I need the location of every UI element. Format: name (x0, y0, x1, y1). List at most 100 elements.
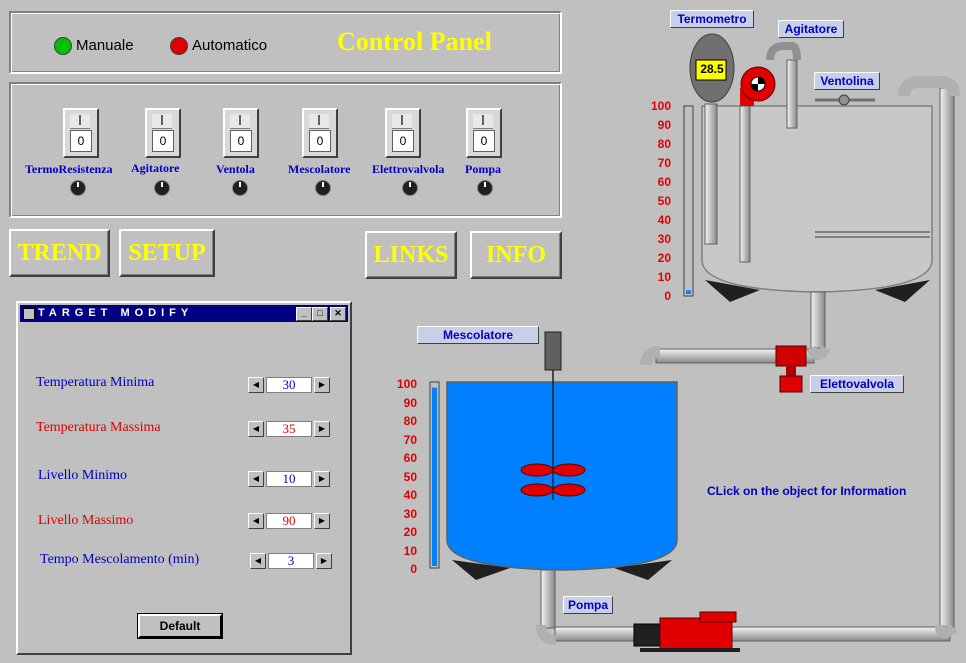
arrow-right-icon[interactable]: ▶ (314, 471, 330, 487)
electrovalve-icon[interactable] (775, 345, 807, 393)
scale-tick: 60 (403, 451, 417, 465)
knob-icon[interactable] (154, 180, 170, 196)
scale-tick: 90 (657, 118, 671, 132)
switch-label-agitatore: Agitatore (131, 161, 180, 175)
app-icon (23, 308, 35, 320)
mixer-icon[interactable] (520, 331, 586, 500)
switch-ventola[interactable]: 0 (223, 108, 259, 158)
scale-tick: 60 (657, 175, 671, 189)
tag-elettrovalvola[interactable]: Elettovalvola (810, 375, 904, 393)
upper-level-bar (683, 105, 694, 297)
switch-mescolatore[interactable]: 0 (302, 108, 338, 158)
dialog-titlebar[interactable]: TARGET MODIFY _ □ ✕ (20, 305, 348, 322)
close-icon[interactable]: ✕ (330, 307, 346, 321)
lower-level-fill (432, 387, 437, 566)
param-label-temp-max: Temperatura Massima (36, 420, 161, 435)
minimize-icon[interactable]: _ (296, 307, 312, 321)
info-hint: CLick on the object for Information (707, 484, 907, 498)
knob-icon[interactable] (477, 180, 493, 196)
scale-tick: 20 (657, 251, 671, 265)
switch-label-ventola: Ventola (216, 162, 255, 176)
arrow-right-icon[interactable]: ▶ (316, 553, 332, 569)
tag-ventolina[interactable]: Ventolina (814, 72, 880, 90)
tag-mescolatore[interactable]: Mescolatore (417, 326, 539, 344)
scale-tick: 70 (403, 432, 417, 447)
switch-label-termoresistenza: TermoResistenza (25, 162, 113, 176)
fan-icon[interactable] (815, 94, 875, 106)
maximize-icon[interactable]: □ (312, 307, 328, 321)
scale-tick: 50 (657, 194, 671, 208)
knob-icon[interactable] (402, 180, 418, 196)
links-button[interactable]: LINKS (365, 231, 457, 279)
lower-tank[interactable] (446, 381, 678, 580)
scale-tick: 80 (403, 414, 417, 428)
scale-tick: 30 (657, 232, 671, 246)
arrow-left-icon[interactable]: ◀ (250, 553, 266, 569)
auto-led[interactable] (170, 37, 188, 55)
param-label-level-min: Livello Minimo (38, 468, 128, 483)
scale-tick: 50 (403, 469, 417, 484)
param-label-temp-min: Temperatura Minima (36, 375, 155, 390)
scale-tick: 40 (403, 488, 417, 502)
knob-icon[interactable] (232, 180, 248, 196)
tag-agitatore[interactable]: Agitatore (778, 20, 844, 38)
thermo-probe[interactable] (704, 103, 718, 245)
mix-time-value[interactable]: 3 (268, 553, 314, 569)
agitator-motor-icon[interactable] (740, 66, 776, 106)
upper-tank[interactable] (701, 105, 933, 302)
arrow-right-icon[interactable]: ▶ (314, 513, 330, 529)
arrow-left-icon[interactable]: ◀ (248, 421, 264, 437)
trend-button[interactable]: TREND (9, 229, 110, 277)
scale-tick: 100 (650, 99, 671, 113)
manual-label: Manuale (76, 37, 134, 54)
knob-icon[interactable] (70, 180, 86, 196)
agitator-shaft[interactable] (739, 105, 751, 263)
info-button[interactable]: INFO (470, 231, 562, 279)
scale-tick: 0 (664, 289, 671, 303)
arrow-right-icon[interactable]: ▶ (314, 421, 330, 437)
arrow-right-icon[interactable]: ▶ (314, 377, 330, 393)
scale-tick: 30 (403, 506, 417, 521)
switch-panel: 0 0 0 0 0 0 TermoResistenza Agitatore Ve… (9, 82, 562, 218)
scale-tick: 70 (657, 156, 671, 170)
scale-tick: 40 (657, 213, 671, 227)
header-panel: Manuale Automatico Control Panel (9, 11, 562, 74)
arrow-left-icon[interactable]: ◀ (248, 377, 264, 393)
setup-button[interactable]: SETUP (119, 229, 215, 277)
tag-pompa[interactable]: Pompa (563, 596, 613, 614)
manual-led[interactable] (54, 37, 72, 55)
switch-pompa[interactable]: 0 (466, 108, 502, 158)
scale-tick: 0 (410, 562, 417, 576)
param-label-level-max: Livello Massimo (38, 513, 134, 528)
knob-icon[interactable] (315, 180, 331, 196)
switch-label-pompa: Pompa (465, 162, 501, 176)
thermometer-icon[interactable] (689, 33, 735, 103)
switch-termoresistenza[interactable]: 0 (63, 108, 99, 158)
target-modify-dialog: TARGET MODIFY _ □ ✕ Temperatura Minima T… (16, 301, 352, 655)
level-min-value[interactable]: 10 (266, 471, 312, 487)
default-button[interactable]: Default (138, 614, 222, 638)
switch-label-elettrovalvola: Elettrovalvola (372, 162, 445, 176)
thermo-reading: 28.5 (700, 62, 724, 76)
scale-tick: 100 (396, 377, 417, 391)
tag-termometro[interactable]: Termometro (670, 10, 754, 28)
plant-diagram (429, 33, 960, 652)
switch-label-mescolatore: Mescolatore (288, 162, 351, 176)
switch-elettrovalvola[interactable]: 0 (385, 108, 421, 158)
arrow-left-icon[interactable]: ◀ (248, 471, 264, 487)
dialog-title: TARGET MODIFY (38, 307, 194, 319)
auto-label: Automatico (192, 37, 268, 54)
switch-agitatore[interactable]: 0 (145, 108, 181, 158)
scale-tick: 10 (403, 543, 417, 558)
upper-level-fill (686, 290, 691, 294)
scale-tick: 10 (657, 270, 671, 284)
level-max-value[interactable]: 90 (266, 513, 312, 529)
param-label-mix-time: Tempo Mescolamento (min) (40, 552, 200, 567)
scale-tick: 80 (657, 137, 671, 151)
temp-min-value[interactable]: 30 (266, 377, 312, 393)
scale-tick: 20 (403, 525, 417, 539)
pump-icon[interactable] (633, 611, 740, 652)
temp-max-value[interactable]: 35 (266, 421, 312, 437)
scale-tick: 90 (403, 395, 417, 410)
arrow-left-icon[interactable]: ◀ (248, 513, 264, 529)
